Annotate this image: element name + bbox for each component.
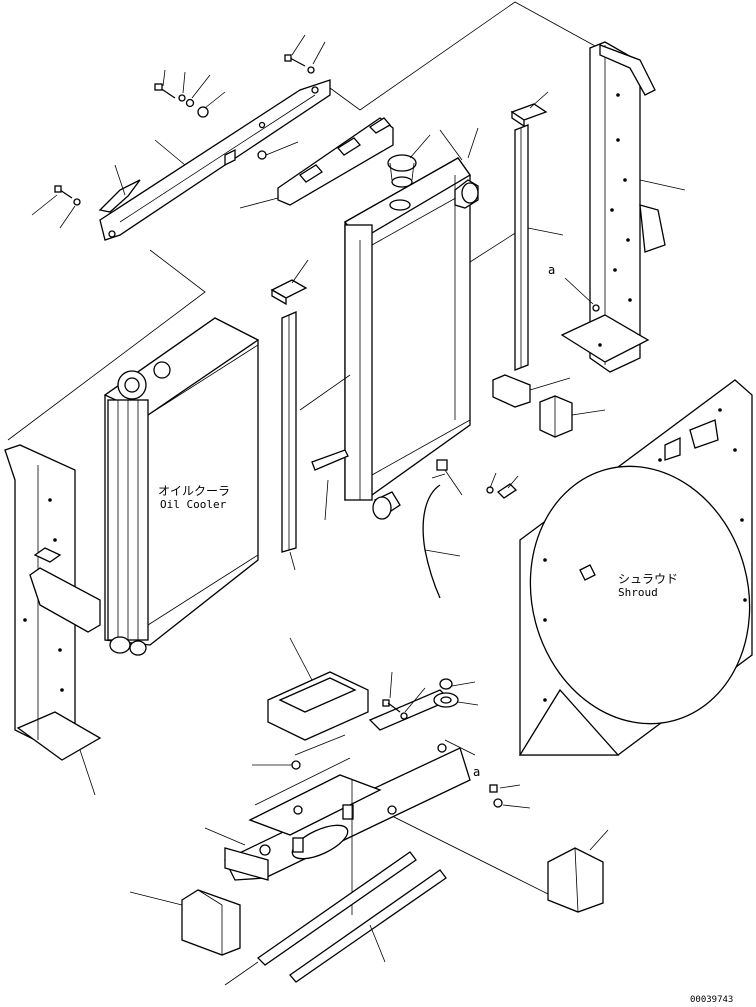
seal-strip-left: [270, 259, 349, 571]
seal-strips-bottom: [224, 851, 447, 986]
reference-letter-a-bottom: a: [473, 765, 480, 779]
oil-cooler-label-en: Oil Cooler: [160, 498, 227, 511]
seal-strip-right: [510, 91, 564, 371]
oil-cooler: オイルクーラ Oil Cooler: [103, 317, 260, 656]
reference-letter-a-top: a: [548, 263, 555, 277]
radiator-cap: [387, 134, 431, 188]
group-outline-lines: [7, 1, 607, 901]
drain-hose: [422, 469, 519, 599]
shroud-label-en: Shroud: [618, 586, 658, 599]
bolts-top-left: [31, 34, 326, 229]
upper-bracket-bar: [98, 79, 331, 241]
drawing-number: 00039743: [690, 995, 733, 1005]
bolts-bottom: [382, 671, 531, 809]
oil-cooler-label-jp: オイルクーラ: [158, 484, 230, 498]
radiator: [299, 127, 521, 520]
foam-channel-bottom: [267, 637, 369, 741]
left-support-bracket: [4, 444, 102, 796]
shroud-label-jp: シュラウド: [618, 572, 678, 586]
right-support-bracket: [560, 41, 686, 373]
foam-blocks-bottom: [129, 829, 609, 956]
shroud: シュラウド Shroud: [518, 379, 753, 756]
bottom-bracket: [204, 689, 471, 915]
seal-foam-top: [239, 117, 394, 209]
foam-blocks-right: [492, 374, 606, 438]
